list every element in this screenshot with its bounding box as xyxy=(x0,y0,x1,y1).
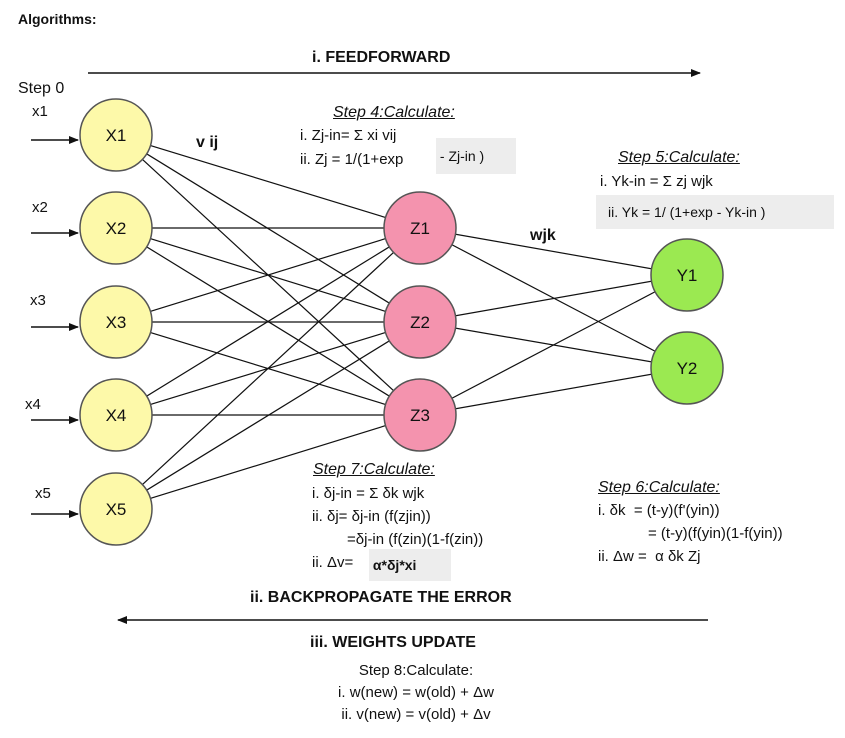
edge-x5-z1 xyxy=(115,227,421,510)
edge-z1-y1 xyxy=(419,227,688,276)
edge-x4-z1 xyxy=(115,227,421,416)
edge-x3-z1 xyxy=(115,227,421,323)
step7-line4: ii. Δv= xyxy=(312,554,354,571)
input-label-x2: x2 xyxy=(32,199,48,216)
edge-z3-y2 xyxy=(419,367,688,416)
step5-title: Step 5:Calculate: xyxy=(618,149,740,166)
step7-title: Step 7:Calculate: xyxy=(313,461,435,478)
hidden-node-z1-label: Z1 xyxy=(410,219,430,238)
connection-edges xyxy=(115,134,688,510)
edge-x5-z3 xyxy=(115,414,421,510)
hidden-node-z2-label: Z2 xyxy=(410,313,430,332)
step8-line2: ii. v(new) = v(old) + Δv xyxy=(341,706,491,723)
feedforward-label: i. FEEDFORWARD xyxy=(312,49,451,66)
weight-label-wjk: wjk xyxy=(530,227,556,244)
step7-line3: =δj-in (f(zin)(1-f(zin)) xyxy=(347,531,484,548)
step7-line4-shaded: α*δj*xi xyxy=(369,549,451,581)
hidden-node-z2-circle xyxy=(383,285,457,359)
step6-line1: i. δk = (t-y)(f'(yin)) xyxy=(598,502,720,519)
step5-line2: ii. Yk = 1/ (1+exp - Yk-in ) xyxy=(596,195,834,229)
output-node-y2-label: Y2 xyxy=(677,359,698,378)
edge-x5-z2 xyxy=(115,321,421,510)
weights-update-label: iii. WEIGHTS UPDATE xyxy=(310,634,476,651)
step8-title: Step 8:Calculate: xyxy=(358,662,474,679)
input-node-x3-circle xyxy=(79,285,153,359)
input-node-x4-label: X4 xyxy=(106,406,127,425)
step5-line1: i. Yk-in = Σ zj wjk xyxy=(600,173,713,190)
input-node-x5-label: X5 xyxy=(106,500,127,519)
step4-line2: ii. Zj = 1/(1+exp xyxy=(300,151,404,168)
input-label-x3: x3 xyxy=(30,292,46,309)
input-node-x2-label: X2 xyxy=(106,219,127,238)
input-node-x1-circle xyxy=(79,98,153,172)
step0-label: Step 0 xyxy=(18,80,65,97)
input-node-x4-circle xyxy=(79,378,153,452)
weight-label-vij: v ij xyxy=(196,134,219,151)
hidden-node-z1-circle xyxy=(383,191,457,265)
output-node-y1-circle xyxy=(650,238,724,312)
step4-title: Step 4:Calculate: xyxy=(333,104,455,121)
step6-line3: ii. Δw = α δk Zj xyxy=(598,548,701,565)
input-node-x1-label: X1 xyxy=(106,126,127,145)
edge-z3-y1 xyxy=(419,274,688,416)
input-node-x5-circle xyxy=(79,472,153,546)
step4-line1: i. Zj-in= Σ xi vij xyxy=(300,127,397,144)
output-node-y1-label: Y1 xyxy=(677,266,698,285)
input-node-x3-label: X3 xyxy=(106,313,127,332)
edge-z2-y1 xyxy=(419,274,688,323)
input-label-x5: x5 xyxy=(35,485,51,502)
input-node-x2-circle xyxy=(79,191,153,265)
step4-line2-shaded: - Zj-in ) xyxy=(436,138,516,174)
step6-line2: = (t-y)(f(yin)(1-f(yin)) xyxy=(648,525,783,542)
step8-line1: i. w(new) = w(old) + Δw xyxy=(338,684,494,701)
input-label-x4: x4 xyxy=(25,396,41,413)
output-node-y2-circle xyxy=(650,331,724,405)
step7-line1: i. δj-in = Σ δk wjk xyxy=(312,485,425,502)
hidden-node-z3-circle xyxy=(383,378,457,452)
input-label-x1: x1 xyxy=(32,103,48,120)
backpropagate-label: ii. BACKPROPAGATE THE ERROR xyxy=(250,589,512,606)
hidden-node-z3-label: Z3 xyxy=(410,406,430,425)
step6-title: Step 6:Calculate: xyxy=(598,479,720,496)
input-arrows xyxy=(31,136,79,518)
edge-x1-z1 xyxy=(115,134,421,229)
step7-line2: ii. δj= δj-in (f(zjin)) xyxy=(312,508,431,525)
page-title: Algorithms: xyxy=(18,11,97,27)
